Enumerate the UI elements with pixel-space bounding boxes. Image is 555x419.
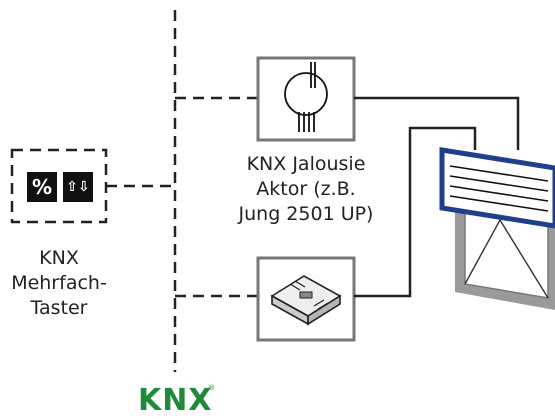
window-blind-icon <box>439 147 555 310</box>
percent-key: % <box>27 172 57 202</box>
switch-label: KNX Mehrfach- Taster <box>0 246 118 321</box>
knx-logo: KNX <box>138 383 213 418</box>
knx-logo-registered-mark: ® <box>208 384 215 392</box>
switch-label-line: KNX <box>39 247 79 269</box>
motor-icon <box>284 62 328 132</box>
switch-label-line: Taster <box>30 297 88 319</box>
actuator-label-line: KNX Jalousie <box>246 153 366 175</box>
actuator-wire <box>354 96 520 150</box>
switch-label-line: Mehrfach- <box>11 272 107 294</box>
actuator-label: KNX Jalousie Aktor (z.B. Jung 2501 UP) <box>222 152 390 227</box>
actuator-label-line: Aktor (z.B. <box>256 178 356 200</box>
actuator-label-line: Jung 2501 UP) <box>238 203 374 225</box>
up-down-arrows-key: ⇧⇩ <box>63 172 93 202</box>
module-wire <box>354 126 477 298</box>
interface-module-icon <box>270 275 342 326</box>
switch-enclosure <box>10 148 108 224</box>
actuator-box <box>256 56 356 142</box>
